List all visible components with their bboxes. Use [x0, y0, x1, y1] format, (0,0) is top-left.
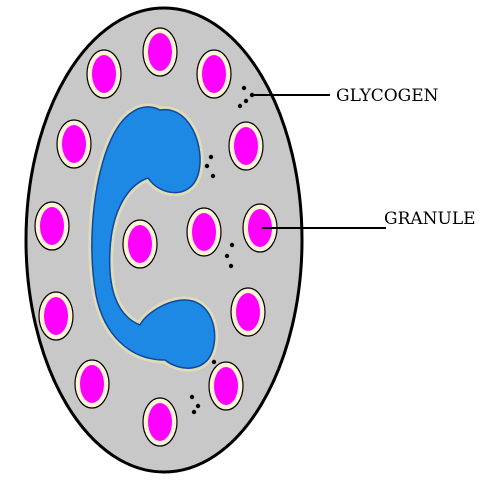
granule — [143, 398, 177, 446]
glycogen-dot — [190, 395, 194, 399]
glycogen-dot — [244, 99, 248, 103]
glycogen-dot — [212, 360, 216, 364]
glycogen-dot — [225, 254, 229, 258]
granule — [187, 208, 221, 256]
glycogen-dot — [205, 164, 209, 168]
granule — [229, 122, 263, 170]
granule — [39, 292, 73, 340]
granule — [87, 50, 121, 98]
glycogen-dot — [209, 155, 213, 159]
granule — [209, 362, 243, 410]
glycogen-dot — [196, 404, 200, 408]
glycogen-dot — [211, 174, 215, 178]
granule — [197, 50, 231, 98]
granule — [231, 288, 265, 336]
granule — [143, 28, 177, 76]
glycogen-dot — [230, 243, 234, 247]
granule — [75, 360, 109, 408]
glycogen-label: GLYCOGEN — [336, 86, 439, 106]
glycogen-dot — [192, 410, 196, 414]
glycogen-dot — [242, 86, 246, 90]
glycogen-dot — [238, 104, 242, 108]
granule — [123, 220, 157, 268]
granule-label: GRANULE — [384, 209, 476, 229]
glycogen-dot — [229, 264, 233, 268]
granule — [35, 202, 69, 250]
granule — [57, 120, 91, 168]
